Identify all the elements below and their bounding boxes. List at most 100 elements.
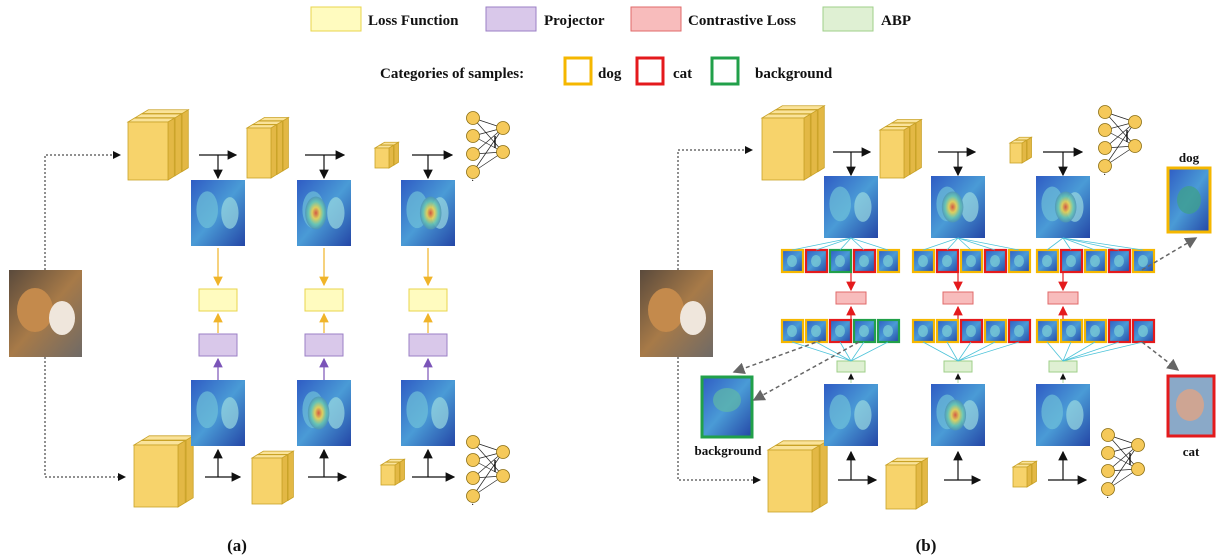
- bottom-crop-13: [1083, 318, 1108, 344]
- input-arrow-bottom-a: [44, 357, 126, 481]
- loss-function-box-a-3: [408, 288, 448, 312]
- backbone-block-b-bottom-1: [766, 440, 829, 513]
- bottom-crop-15: [1131, 318, 1156, 344]
- categories-label: Categories of samples:: [380, 66, 524, 82]
- input-arrow-top-a: [44, 151, 121, 270]
- projector-box-a-3: [408, 333, 448, 357]
- panel-a-caption: (a): [227, 536, 247, 555]
- top-crop-2: [804, 248, 829, 274]
- top-crop-10: [1007, 248, 1032, 274]
- bottom-crop-14: [1107, 318, 1132, 344]
- panel-a: · · (a): [9, 109, 510, 555]
- backbone-block-a-top-1: [126, 109, 190, 181]
- backbone-block-b-top-2: [878, 118, 923, 179]
- bottom-crop-5: [876, 318, 901, 344]
- attention-map-a-bottom-3: [401, 380, 455, 446]
- legend-item-projector: Projector: [485, 6, 605, 32]
- bottom-crop-12: [1059, 318, 1084, 344]
- contrastive-loss-box-2: [942, 291, 974, 305]
- arrow-to-dog-crop: [1141, 237, 1198, 271]
- legend: Loss Function Projector Contrastive Loss…: [310, 6, 911, 86]
- legend-swatch-projector: [485, 6, 537, 32]
- svg-text:·: ·: [471, 176, 474, 187]
- crop-cat-label: cat: [1183, 444, 1200, 459]
- attention-map-a-bottom-2: [297, 380, 351, 446]
- top-crop-11: [1035, 248, 1060, 274]
- attention-map-b-bottom-1: [824, 384, 878, 446]
- crop-dog-label: dog: [1179, 150, 1200, 165]
- backbone-block-a-top-3: [373, 141, 400, 169]
- loss-function-box-a-1: [198, 288, 238, 312]
- abp-box-1: [836, 360, 866, 373]
- contrastive-loss-box-1: [835, 291, 867, 305]
- backbone-block-b-bottom-2: [884, 457, 929, 510]
- arrow-to-bg-crop-left: [732, 339, 823, 375]
- crop-cat: cat: [1166, 374, 1216, 459]
- backbone-block-b-top-3: [1008, 136, 1033, 164]
- abp-box-3: [1048, 360, 1078, 373]
- top-crop-1: [780, 248, 805, 274]
- backbone-block-a-top-2: [245, 116, 290, 179]
- attention-map-a-top-1: [191, 180, 245, 246]
- legend-label-loss-function: Loss Function: [368, 13, 459, 29]
- attention-map-b-top-2: [931, 176, 985, 238]
- top-crop-3: [828, 248, 853, 274]
- input-image-a: [9, 270, 82, 357]
- backbone-block-a-bottom-1: [132, 435, 195, 508]
- category-label-background: background: [755, 66, 833, 82]
- backbone-block-a-bottom-2: [250, 450, 295, 505]
- classifier-a-bottom: ·: [466, 435, 510, 511]
- legend-label-abp: ABP: [881, 13, 911, 29]
- svg-text:·: ·: [1103, 170, 1106, 181]
- backbone-block-a-bottom-3: [379, 458, 406, 486]
- arrow-to-cat-crop: [1141, 341, 1180, 371]
- arrow-from-bg-crop: [752, 341, 860, 401]
- category-label-dog: dog: [598, 66, 622, 82]
- bottom-crop-2: [804, 318, 829, 344]
- top-crop-6: [911, 248, 936, 274]
- attention-map-a-bottom-1: [191, 380, 245, 446]
- category-label-cat: cat: [673, 66, 692, 82]
- bottom-crop-10: [1007, 318, 1032, 344]
- backbone-block-b-top-1: [760, 105, 826, 181]
- contrastive-loss-box-3: [1047, 291, 1079, 305]
- category-swatch-cat: [635, 56, 665, 86]
- attention-map-b-top-1: [824, 176, 878, 238]
- legend-label-contrastive-loss: Contrastive Loss: [688, 13, 796, 29]
- classifier-b-bottom: ·: [1101, 428, 1145, 504]
- top-crop-12: [1059, 248, 1084, 274]
- bottom-crop-11: [1035, 318, 1060, 344]
- bottom-crop-6: [911, 318, 936, 344]
- input-arrow-bottom-b: [677, 357, 761, 484]
- input-image-b: [640, 270, 713, 357]
- attention-map-a-top-2: [297, 180, 351, 246]
- bottom-crop-7: [935, 318, 960, 344]
- bottom-crop-8: [959, 318, 984, 344]
- top-crop-8: [959, 248, 984, 274]
- crop-background: background: [695, 375, 762, 458]
- classifier-a-top: ·: [466, 111, 510, 187]
- legend-swatch-abp: [822, 6, 874, 32]
- bottom-crop-9: [983, 318, 1008, 344]
- category-swatch-background: [710, 56, 740, 86]
- top-crop-4: [852, 248, 877, 274]
- attention-map-b-bottom-3: [1036, 384, 1090, 446]
- attention-map-b-top-3: [1036, 176, 1090, 238]
- legend-item-abp: ABP: [822, 6, 911, 32]
- panel-b-caption: (b): [916, 536, 937, 555]
- legend-swatch-contrastive-loss: [630, 6, 682, 32]
- backbone-block-b-bottom-3: [1011, 460, 1038, 488]
- projector-box-a-1: [198, 333, 238, 357]
- legend-label-projector: Projector: [544, 13, 605, 29]
- svg-text:·: ·: [1106, 493, 1109, 504]
- top-crop-7: [935, 248, 960, 274]
- top-crop-9: [983, 248, 1008, 274]
- category-swatch-dog: [563, 56, 593, 86]
- loss-function-box-a-2: [304, 288, 344, 312]
- svg-text:·: ·: [471, 500, 474, 511]
- attention-map-a-top-3: [401, 180, 455, 246]
- panel-b: · · dog cat background (b): [640, 105, 1216, 555]
- legend-item-loss-function: Loss Function: [310, 6, 459, 32]
- bottom-crop-1: [780, 318, 805, 344]
